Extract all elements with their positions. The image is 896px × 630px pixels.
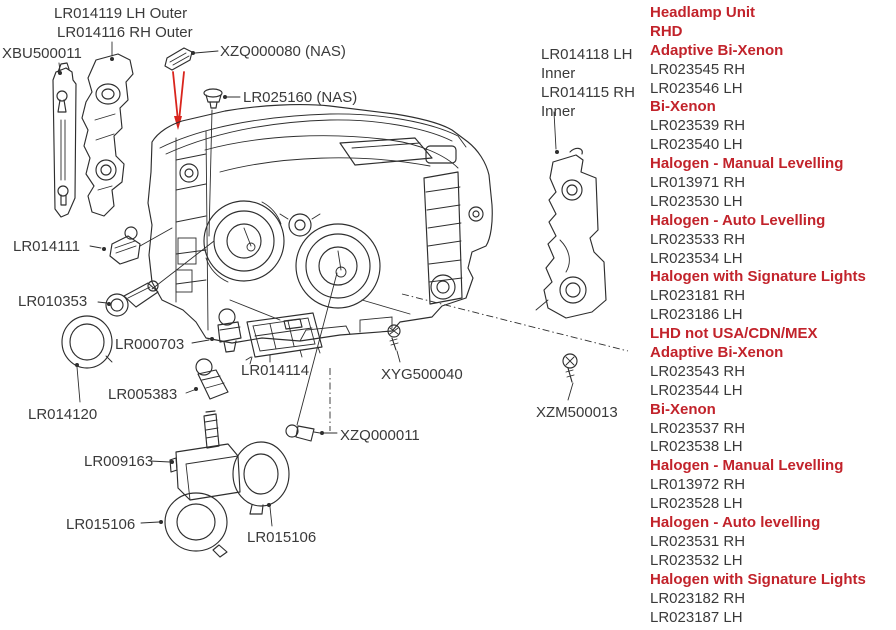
parts-list-header: Headlamp Unit: [650, 4, 756, 21]
part-label-xzq000011: XZQ000011: [340, 427, 420, 444]
screw-xzm500013: [562, 353, 578, 383]
parts-list-header: Bi-Xenon: [650, 400, 716, 418]
parts-list-part-number: LR023537 RH: [650, 419, 746, 437]
part-label-xzm500013: XZM500013: [536, 404, 618, 421]
leader-lines: [58, 41, 574, 527]
center-lines: [329, 293, 629, 431]
parts-list-header: Halogen - Auto Levelling: [650, 211, 826, 229]
headlamp-housing: [147, 104, 493, 344]
parts-list-header: Halogen - Manual Levelling: [650, 155, 844, 173]
parts-list-header: LHD not USA/CDN/MEX: [650, 325, 818, 343]
bulb-lr000703: [217, 308, 242, 353]
part-label-lr014116: LR014116 RH Outer: [57, 24, 193, 41]
part-label-lr009163: LR009163: [84, 453, 154, 470]
ballast-lr014114: [246, 312, 323, 365]
parts-list-part-number: LR023533 RH: [650, 230, 746, 248]
part-label-lr005383: LR005383: [108, 386, 178, 403]
bracket-outer-lr014119-lr014116: [81, 53, 134, 217]
parts-list-part-number: LR023531 RH: [650, 532, 746, 550]
pin-lr025160: [203, 88, 223, 237]
parts-list-part-number: LR023532 LH: [650, 551, 743, 569]
parts-list-part-number: LR023534 LH: [650, 249, 743, 267]
part-label-xyg500040: XYG500040: [381, 366, 463, 383]
part-label-lr000703: LR000703: [115, 336, 185, 353]
parts-list-part-number: LR023540 LH: [650, 136, 743, 154]
parts-list-part-number: LR013971 RH: [650, 174, 746, 192]
parts-list-part-number: LR023545 RH: [650, 60, 746, 78]
part-label-lr014120: LR014120: [28, 406, 98, 423]
parts-list-part-number: LR023187 LH: [650, 608, 743, 626]
bulb-lr010353: [105, 240, 215, 317]
parts-list-header: Adaptive Bi-Xenon: [650, 344, 784, 362]
parts-list-header: Adaptive Bi-Xenon: [650, 41, 784, 59]
part-label-lr025160: LR025160 (NAS): [243, 89, 358, 106]
part-label-lr014119: LR014119 LH Outer: [54, 5, 188, 22]
parts-list-part-number: LR023182 RH: [650, 589, 746, 607]
clip-xzq000080: [164, 47, 193, 71]
parts-list-header: RHD: [650, 22, 683, 40]
parts-list-part-number: LR013972 RH: [650, 476, 746, 494]
parts-list-part-number: LR023186 LH: [650, 306, 743, 324]
part-label-lr014114: LR014114: [241, 362, 310, 379]
socket-lr014111: [109, 226, 173, 265]
parts-list-part-number: LR023543 RH: [650, 362, 746, 380]
part-label-lr014115: LR014115 RH Inner: [541, 84, 635, 120]
bracket-inner-lr014118-lr014115: [535, 147, 607, 319]
screw-xyg500040: [387, 324, 401, 351]
parts-list-header: Halogen - Manual Levelling: [650, 457, 844, 475]
parts-list-part-number: LR023539 RH: [650, 117, 746, 135]
part-label-lr015106-right: LR015106: [247, 529, 317, 546]
part-label-lr015106-left: LR015106: [66, 516, 136, 533]
bulb-lr005383: [195, 358, 229, 400]
parts-list-part-number: LR023546 LH: [650, 79, 743, 97]
parts-list-part-number: LR023181 RH: [650, 287, 746, 305]
parts-list-part-number: LR023530 LH: [650, 192, 743, 210]
parts-list-header: Halogen - Auto levelling: [650, 514, 821, 532]
parts-list-header: Halogen with Signature Lights: [650, 268, 866, 286]
part-label-lr014111: LR014111: [13, 238, 81, 255]
part-label-xbu500011: XBU500011: [2, 45, 82, 62]
trim-ring-lr014120: [61, 315, 113, 369]
part-label-lr014118: LR014118 LH Inner: [541, 46, 633, 82]
igniter-lr009163: [169, 410, 241, 501]
parts-list-part-number: LR023538 LH: [650, 438, 743, 456]
parts-list-part-number: LR023544 LH: [650, 381, 743, 399]
parts-list-part-number: LR023528 LH: [650, 495, 743, 513]
bracket-strip-xbu500011: [52, 62, 77, 218]
part-label-xzq000080: XZQ000080 (NAS): [220, 43, 346, 60]
seal-ring-lr015106-right: [232, 441, 290, 515]
parts-list-header: Bi-Xenon: [650, 98, 716, 116]
bulb-xzq000011: [285, 424, 321, 442]
parts-list-header: Halogen with Signature Lights: [650, 570, 866, 588]
seal-ring-lr015106-left: [164, 492, 228, 558]
part-label-lr010353: LR010353: [18, 293, 88, 310]
